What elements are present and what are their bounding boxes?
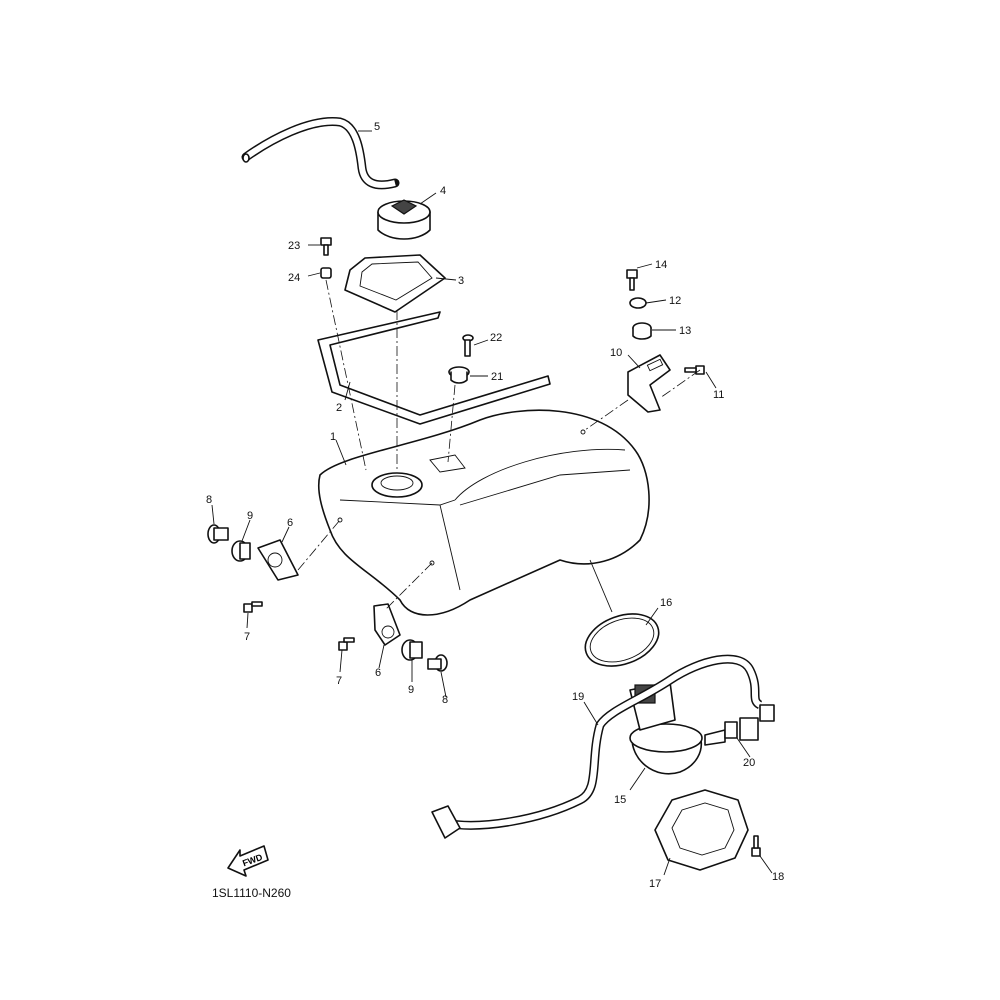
assembly-centerlines	[297, 279, 701, 613]
callout-18: 18	[772, 871, 784, 883]
callout-17: 17	[649, 878, 661, 890]
callout-7-lower: 7	[336, 675, 342, 687]
lower-damper-9-part	[401, 639, 423, 661]
callout-2: 2	[336, 402, 342, 414]
bracket-10-part	[627, 354, 671, 413]
callout-13: 13	[679, 325, 691, 337]
retainer-plate-17-part	[654, 789, 749, 871]
connector-20-part	[724, 704, 775, 741]
callout-12: 12	[669, 295, 681, 307]
callout-3: 3	[458, 275, 464, 287]
callout-9-lower: 9	[408, 684, 414, 696]
callout-15: 15	[614, 794, 626, 806]
left-damper-9-part	[231, 540, 251, 562]
bolt-23-part	[320, 237, 332, 256]
gasket-16-part	[584, 613, 660, 667]
callout-14: 14	[655, 259, 667, 271]
left-bolt-7-part	[243, 601, 263, 613]
grommet-21-part	[448, 366, 470, 384]
diagram-code: 1SL1110-N260	[212, 886, 291, 900]
callout-8-left: 8	[206, 494, 212, 506]
callout-8-lower: 8	[442, 694, 448, 706]
callout-11: 11	[713, 389, 724, 401]
bolt-14-part	[626, 269, 638, 291]
callout-21: 21	[491, 371, 503, 383]
screw-22-part	[462, 334, 474, 357]
grommet-13-part	[632, 322, 652, 340]
breather-hose-part	[241, 117, 400, 190]
lower-collar-8-part	[427, 654, 448, 672]
lower-bolt-7-part	[338, 637, 355, 651]
washer-12-part	[629, 297, 647, 309]
lower-bracket-6-part	[373, 603, 401, 646]
callout-1: 1	[330, 431, 336, 443]
callout-9-left: 9	[247, 510, 253, 522]
left-bracket-6-part	[257, 539, 299, 581]
bolt-11-part	[684, 365, 705, 375]
bolt-18-part	[751, 835, 761, 857]
fwd-arrow-icon: FWD	[227, 845, 269, 877]
callout-24: 24	[288, 272, 300, 284]
callout-7-left: 7	[244, 631, 250, 643]
callout-22: 22	[490, 332, 502, 344]
fuel-tank-part	[317, 409, 650, 616]
leader-lines	[211, 130, 773, 876]
filler-cap-part	[377, 199, 431, 240]
callout-10: 10	[610, 347, 622, 359]
fuel-hose-19-part	[431, 654, 763, 839]
cap-cover-tray-part	[344, 254, 446, 313]
callout-4: 4	[440, 185, 446, 197]
callout-6-lower: 6	[375, 667, 381, 679]
callout-numbers: 5 4 23 24 3 14 12 13 22 10 21 11 2 1 8 9…	[206, 121, 784, 890]
callout-6-left: 6	[287, 517, 293, 529]
left-collar-8-part	[207, 524, 229, 544]
tank-rail-part	[317, 311, 551, 425]
callout-20: 20	[743, 757, 755, 769]
callout-23: 23	[288, 240, 300, 252]
collar-24-part	[320, 267, 332, 279]
callout-5: 5	[374, 121, 380, 133]
callout-16: 16	[660, 597, 672, 609]
callout-19: 19	[572, 691, 584, 703]
